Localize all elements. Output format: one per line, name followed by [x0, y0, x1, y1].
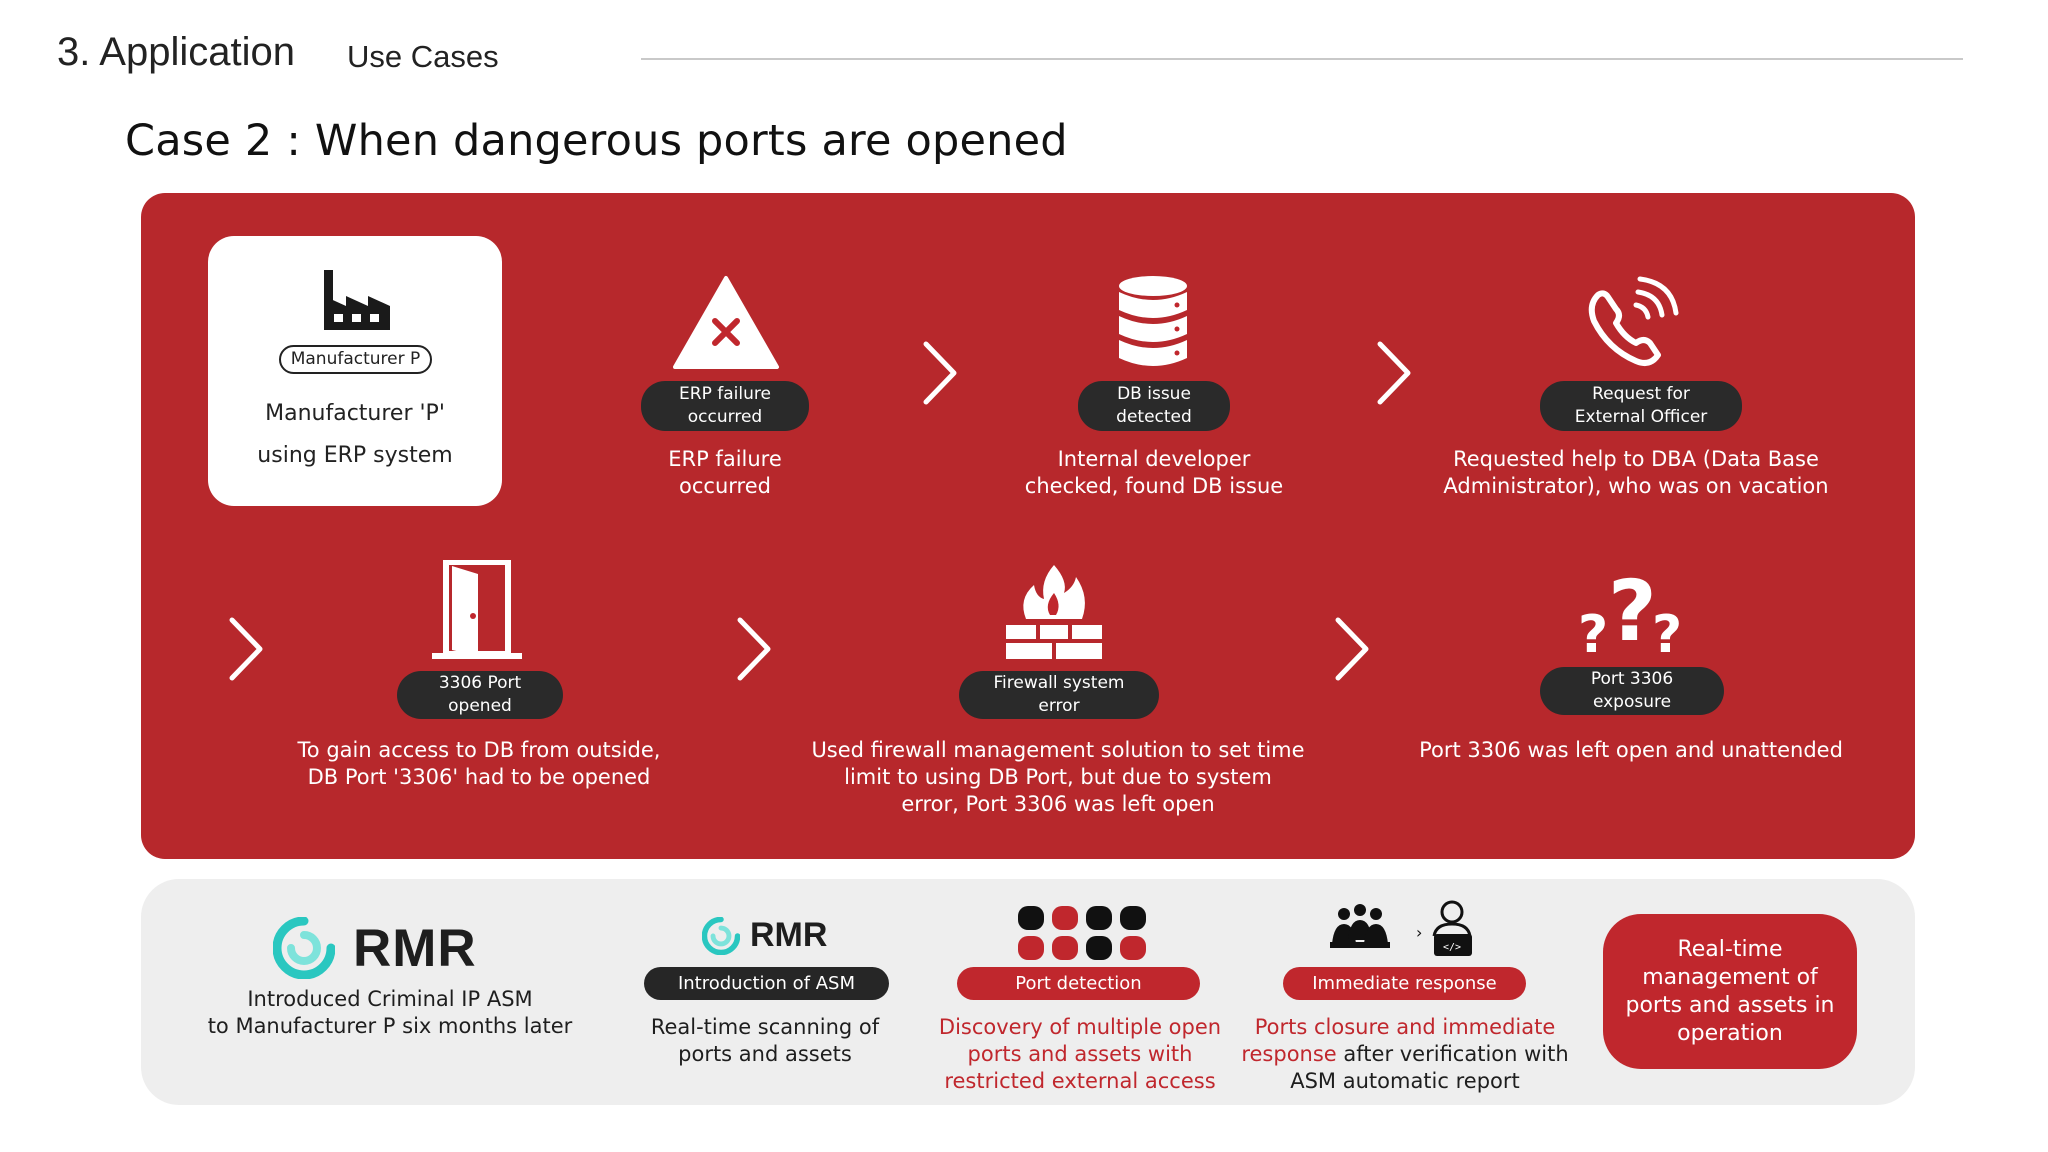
step-badge-port-opened: 3306 Port opened [397, 671, 563, 719]
section-title: 3. Application [57, 30, 295, 74]
case-title: Case 2 : When dangerous ports are opened [125, 116, 1068, 166]
step-desc-firewall-error: Used firewall management solution to set… [811, 738, 1305, 816]
factory-icon [324, 270, 390, 330]
badge-port-detection: Port detection [957, 967, 1200, 1000]
stage-text-immediate-response-rest: after verification with ASM automatic re… [1290, 1042, 1569, 1093]
stage-text-port-detection: Discovery of multiple open ports and ass… [938, 1015, 1222, 1093]
chevron-right-icon [1335, 617, 1369, 681]
rmr-logo-icon [702, 916, 740, 955]
step-desc-db-issue: Internal developer checked, found DB iss… [1024, 447, 1284, 498]
manufacturer-card: Manufacturer P Manufacturer 'P' using ER… [208, 236, 502, 506]
svg-text:›: › [1416, 923, 1422, 942]
port-grid-icon [1018, 906, 1146, 960]
svg-text:</>: </> [1443, 942, 1461, 953]
chevron-right-icon [229, 617, 263, 681]
step-badge-firewall-error: Firewall system error [959, 671, 1159, 719]
asm-intro-text: Introduced Criminal IP ASM to Manufactur… [207, 987, 573, 1038]
rmr-small-word: RMR [750, 916, 828, 954]
step-desc-erp-failure: ERP failure occurred [668, 447, 782, 498]
stage-text-immediate-response-highlight: Ports closure and immediate response [1241, 1015, 1556, 1066]
rmr-small-logo: RMR [702, 916, 827, 955]
rmr-logo-word: RMR [353, 918, 477, 978]
svg-text:?: ? [1578, 605, 1608, 656]
chevron-right-icon [737, 617, 771, 681]
step-desc-external-officer: Requested help to DBA (Data Base Adminis… [1443, 447, 1829, 498]
step-desc-port-exposure: Port 3306 was left open and unattended [1419, 738, 1843, 762]
header-divider [641, 58, 1963, 60]
step-badge-erp-failure: ERP failure occurred [641, 381, 809, 431]
svg-text:?: ? [1608, 562, 1657, 656]
rmr-logo: RMR [273, 917, 477, 979]
stage-text-introduction: Real-time scanning of ports and assets [650, 1015, 880, 1066]
step-badge-db-issue: DB issue detected [1078, 381, 1230, 431]
firewall-fire-icon [1006, 565, 1102, 659]
rmr-logo-icon [273, 917, 335, 979]
chevron-right-icon [1377, 341, 1411, 405]
manufacturer-name: Manufacturer 'P' [265, 401, 445, 426]
final-outcome-box: Real-time management of ports and assets… [1603, 914, 1857, 1069]
svg-text:?: ? [1652, 605, 1682, 656]
database-icon [1119, 276, 1187, 366]
chevron-right-icon [923, 341, 957, 405]
badge-introduction-asm: Introduction of ASM [644, 967, 889, 1000]
step-badge-port-exposure: Port 3306 exposure [1540, 667, 1724, 715]
badge-immediate-response: Immediate response [1283, 967, 1526, 1000]
question-marks-icon: ? ? ? [1578, 562, 1682, 656]
manufacturer-erp: using ERP system [257, 443, 453, 468]
step-badge-external-officer: Request for External Officer [1540, 381, 1742, 431]
warning-x-icon [673, 276, 779, 369]
step-desc-port-opened: To gain access to DB from outside, DB Po… [297, 738, 661, 789]
stage-text-immediate-response: Ports closure and immediate response aft… [1230, 1014, 1580, 1095]
phone-ringing-icon [1588, 276, 1679, 366]
section-subtitle: Use Cases [347, 39, 499, 74]
team-response-icon: › </> [1330, 900, 1472, 956]
open-door-icon [432, 560, 522, 659]
manufacturer-pill: Manufacturer P [279, 345, 432, 374]
